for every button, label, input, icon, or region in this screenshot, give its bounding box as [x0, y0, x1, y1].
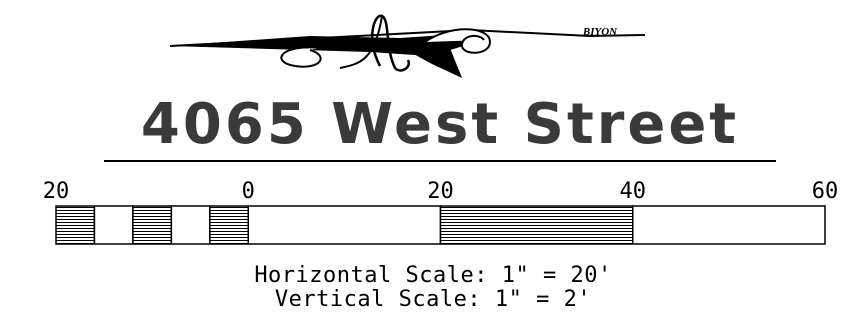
- scale-tick-label: 20: [43, 179, 70, 204]
- scale-segment-hatched: [55, 205, 96, 245]
- scale-tick-label: 0: [242, 179, 255, 204]
- scale-segment-hatched: [209, 205, 250, 245]
- scale-tick-label: 60: [812, 179, 839, 204]
- scale-tick-label: 20: [427, 179, 454, 204]
- scale-segment-blank: [93, 205, 134, 245]
- scale-segment-blank: [632, 205, 826, 245]
- scale-bar: 20 0 20 40 60: [43, 179, 839, 245]
- scale-segment-blank: [170, 205, 211, 245]
- signature-flourish-icon: [170, 14, 646, 78]
- logo-text: BIYON: [582, 26, 618, 38]
- vertical-scale-note: Vertical Scale: 1" = 2': [274, 287, 592, 312]
- scale-segment-blank: [247, 205, 442, 245]
- logo: BIYON: [170, 14, 646, 78]
- scale-tick-label: 40: [620, 179, 647, 204]
- horizontal-scale-note: Horizontal Scale: 1" = 20': [254, 263, 612, 288]
- page-title: 4065 West Street: [140, 92, 740, 157]
- scale-segment-hatched: [132, 205, 173, 245]
- scale-segment-hatched: [439, 205, 634, 245]
- title-underline: [104, 160, 776, 162]
